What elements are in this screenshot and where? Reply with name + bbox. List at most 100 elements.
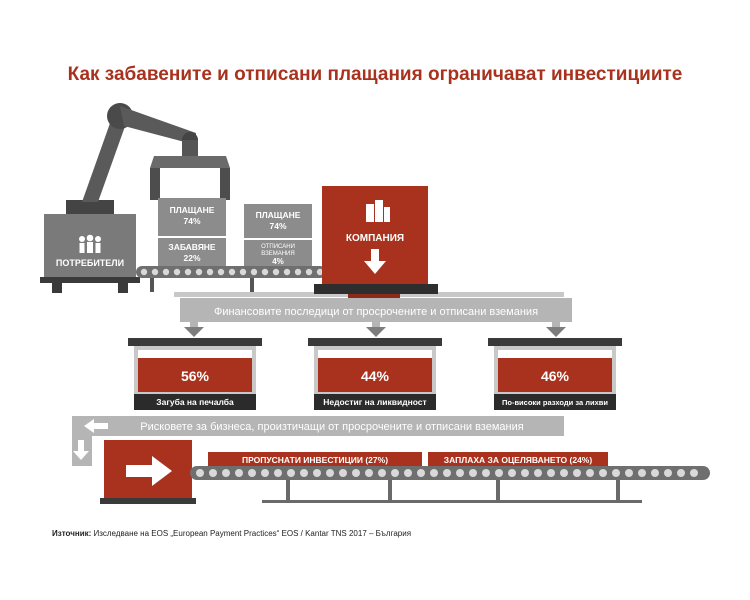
- roller: [261, 469, 269, 477]
- bottom-conveyor: [100, 440, 710, 504]
- consequence-bin-2: 44% Недостиг на ликвидност: [308, 338, 442, 410]
- roller: [378, 469, 386, 477]
- roller: [140, 268, 148, 276]
- source-label: Източник:: [52, 529, 92, 538]
- roller: [469, 469, 477, 477]
- roller: [217, 268, 225, 276]
- roller: [508, 469, 516, 477]
- arrow-down-small-icon: [73, 440, 89, 460]
- consequence-value-2: 44%: [361, 368, 390, 384]
- risks-banner: Рисковете за бизнеса, произтичащи от про…: [72, 416, 564, 466]
- arrow-right-icon: [126, 456, 172, 486]
- roller: [560, 469, 568, 477]
- roller: [586, 469, 594, 477]
- roller: [162, 268, 170, 276]
- risk-label-2: ЗАПЛАХА ЗА ОЦЕЛЯВАНЕТО (24%): [428, 452, 608, 466]
- roller: [222, 469, 230, 477]
- payment-box-1-bottom-value: 22%: [183, 253, 200, 263]
- risk-label-2-text: ЗАПЛАХА ЗА ОЦЕЛЯВАНЕТО (24%): [444, 455, 593, 465]
- roller: [638, 469, 646, 477]
- roller: [287, 469, 295, 477]
- building-icon: [366, 200, 390, 222]
- roller: [456, 469, 464, 477]
- roller: [239, 268, 247, 276]
- consumers-box: ПОТРЕБИТЕЛИ: [40, 214, 140, 293]
- risk-label-1: ПРОПУСНАТИ ИНВЕСТИЦИИ (27%): [208, 452, 422, 466]
- payment-box-1-top-label: ПЛАЩАНЕ: [170, 205, 215, 215]
- source-note: Източник: Изследване на EOS „European Pa…: [52, 529, 411, 538]
- roller: [521, 469, 529, 477]
- payment-box-1-top-value: 74%: [183, 216, 200, 226]
- people-icon: [79, 234, 101, 253]
- consequence-bin-1: 56% Загуба на печалба: [128, 338, 262, 410]
- roller: [417, 469, 425, 477]
- payment-box-2-bottom-label-2: ВЗЕМАНИЯ: [261, 251, 294, 257]
- roller: [261, 268, 269, 276]
- risk-label-1-text: ПРОПУСНАТИ ИНВЕСТИЦИИ (27%): [242, 455, 388, 465]
- roller: [274, 469, 282, 477]
- consequence-label-3: По-високи разходи за лихви: [502, 398, 608, 407]
- financial-banner: Финансовите последици от просрочените и …: [180, 298, 572, 337]
- consumers-label: ПОТРЕБИТЕЛИ: [56, 258, 124, 268]
- roller: [248, 469, 256, 477]
- roller: [664, 469, 672, 477]
- roller: [573, 469, 581, 477]
- roller: [151, 268, 159, 276]
- roller: [430, 469, 438, 477]
- roller: [495, 469, 503, 477]
- roller: [365, 469, 373, 477]
- roller: [612, 469, 620, 477]
- consequence-value-1: 56%: [181, 368, 210, 384]
- roller: [547, 469, 555, 477]
- roller: [184, 268, 192, 276]
- roller: [294, 268, 302, 276]
- roller: [677, 469, 685, 477]
- risks-banner-text: Рисковете за бизнеса, произтичащи от про…: [140, 421, 523, 433]
- roller: [195, 268, 203, 276]
- roller: [316, 268, 324, 276]
- roller: [482, 469, 490, 477]
- source-text: Изследване на EOS „European Payment Prac…: [93, 529, 412, 538]
- payment-box-2: ПЛАЩАНЕ 74% ОТПИСАНИ ВЗЕМАНИЯ 4%: [244, 204, 312, 266]
- down-arrows: [184, 327, 566, 337]
- consequence-value-3: 46%: [541, 368, 570, 384]
- payment-box-2-bottom-label-1: ОТПИСАНИ: [261, 244, 295, 250]
- roller: [443, 469, 451, 477]
- roller: [300, 469, 308, 477]
- roller: [651, 469, 659, 477]
- arrow-down-icon: [364, 249, 386, 274]
- roller: [206, 268, 214, 276]
- payment-box-2-bottom-value: 4%: [272, 257, 284, 266]
- roller: [196, 469, 204, 477]
- payment-box-2-top-label: ПЛАЩАНЕ: [256, 210, 301, 220]
- consequence-label-2: Недостиг на ликвидност: [323, 397, 426, 407]
- roller: [391, 469, 399, 477]
- roller: [283, 268, 291, 276]
- roller: [326, 469, 334, 477]
- financial-banner-text: Финансовите последици от просрочените и …: [214, 306, 538, 318]
- arrow-left-icon: [84, 419, 108, 433]
- roller: [352, 469, 360, 477]
- roller: [690, 469, 698, 477]
- payment-box-1: ПЛАЩАНЕ 74% ЗАБАВЯНЕ 22%: [158, 198, 226, 266]
- roller: [228, 268, 236, 276]
- payment-box-2-top-value: 74%: [269, 221, 286, 231]
- roller: [534, 469, 542, 477]
- roller: [305, 268, 313, 276]
- roller: [599, 469, 607, 477]
- roller: [209, 469, 217, 477]
- roller: [404, 469, 412, 477]
- company-box: КОМПАНИЯ: [314, 186, 438, 300]
- roller: [313, 469, 321, 477]
- company-label: КОМПАНИЯ: [346, 233, 404, 244]
- consequence-bin-3: 46% По-високи разходи за лихви: [488, 338, 622, 410]
- roller: [625, 469, 633, 477]
- consequence-label-1: Загуба на печалба: [156, 397, 234, 407]
- roller: [339, 469, 347, 477]
- page-title: Как забавените и отписани плащания огран…: [67, 64, 683, 85]
- payment-box-1-bottom-label: ЗАБАВЯНЕ: [168, 242, 216, 252]
- roller: [250, 268, 258, 276]
- roller: [173, 268, 181, 276]
- robot-arm-icon: [66, 103, 230, 214]
- roller: [235, 469, 243, 477]
